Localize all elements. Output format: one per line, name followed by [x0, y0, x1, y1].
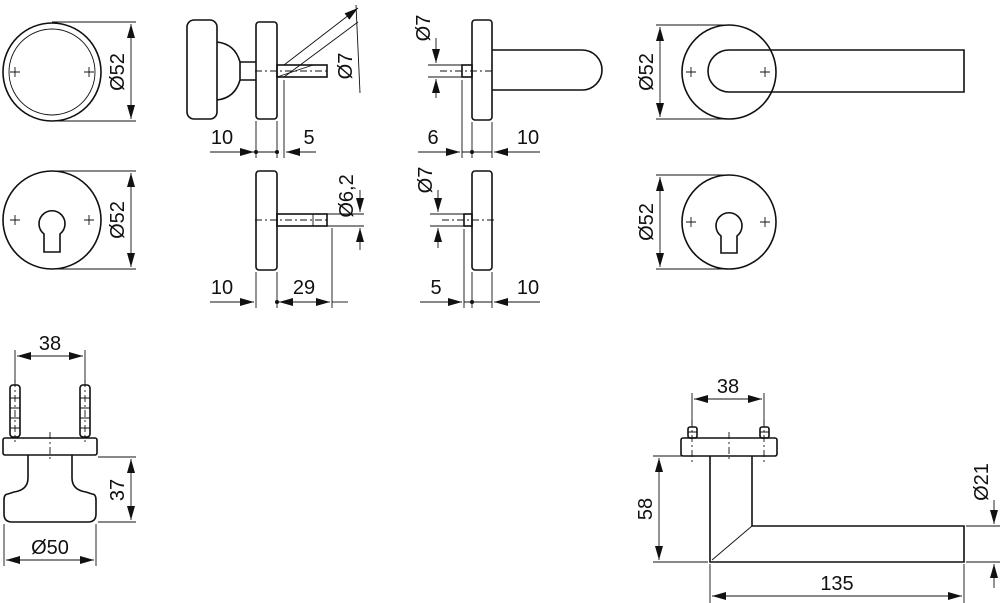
dim-knob-spindle: 5 [303, 127, 314, 149]
dim-lever-height: 58 [635, 498, 657, 520]
dim-rose-diameter: Ø52 [107, 53, 129, 91]
dim-knob-spindle-diameter: Ø7 [335, 53, 357, 80]
dim-lever-bolt-spacing: 38 [717, 376, 739, 398]
dim-plug-diameter: Ø7 [415, 167, 437, 194]
lever-front-view [656, 24, 965, 120]
knob-side-view [186, 4, 361, 158]
dim-lever-b: 10 [517, 127, 539, 149]
escutcheon-front-view-left [2, 170, 136, 270]
rose-front-view [2, 21, 136, 122]
dim-lever-length: 135 [820, 573, 853, 595]
lever-side-view [418, 19, 603, 158]
dim-pin-rose-thickness: 10 [211, 277, 233, 299]
dim-plug-a: 5 [430, 277, 441, 299]
dim-escutcheon-front-diameter: Ø52 [636, 203, 658, 241]
dim-lever-rose-diameter: Ø52 [636, 53, 658, 91]
dim-knob-diameter: Ø50 [31, 537, 69, 559]
plug-side-view [420, 170, 540, 308]
dim-lever-a: 6 [427, 127, 438, 149]
dim-lever-spindle-diameter: Ø7 [413, 15, 435, 42]
knob-assembly-view [2, 350, 136, 566]
dim-escutcheon-diameter: Ø52 [107, 201, 129, 239]
dim-knob-height: 37 [107, 479, 129, 501]
dim-pin-length: 29 [293, 277, 315, 299]
fixing-pin-side-view [210, 170, 364, 308]
dim-knob-bolt-spacing: 38 [39, 333, 61, 355]
dim-plug-b: 10 [517, 277, 539, 299]
escutcheon-front-view-right [656, 174, 777, 270]
dim-pin-diameter: Ø6,2 [336, 174, 358, 217]
dim-lever-grip-diameter: Ø21 [971, 463, 993, 501]
lever-assembly-view [653, 393, 1000, 603]
dim-knob-rose-thickness: 10 [211, 127, 233, 149]
